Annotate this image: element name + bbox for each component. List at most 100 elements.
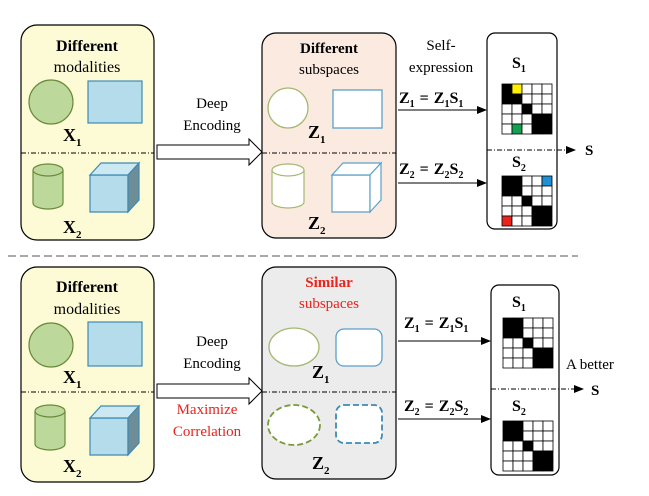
top-s2-matrix (501, 175, 553, 227)
matrix-cell (511, 93, 523, 105)
matrix-cell (512, 420, 524, 432)
top-matrices-box: S1 S2 (486, 32, 558, 230)
top-deep-encoding: Deep Encoding (156, 96, 263, 167)
matrix-cell (542, 430, 554, 442)
matrix-cell (542, 440, 554, 452)
bottom-x2-cylinder-shape (34, 404, 66, 451)
matrix-cell (532, 347, 544, 359)
bottom-output-label: S (591, 383, 599, 399)
matrix-cell (502, 430, 514, 442)
matrix-cell (541, 103, 553, 115)
matrix-cell (532, 337, 544, 349)
matrix-cell (522, 420, 534, 432)
bottom-modalities-frame (20, 266, 155, 483)
bottom-arrow-label-line1: Deep (196, 334, 228, 350)
matrix-cell (511, 123, 523, 135)
matrix-cell (512, 430, 524, 442)
matrix-cell (512, 450, 524, 462)
bottom-z1-rect-shape (335, 328, 383, 367)
matrix-cell (501, 93, 513, 105)
top-z1-var: Z1 (308, 122, 326, 146)
matrix-cell (512, 317, 524, 329)
bottom-equation-1: Z1=Z1S1 (404, 315, 468, 335)
matrix-cell (532, 357, 544, 369)
matrix-cell (512, 460, 524, 472)
matrix-cell (512, 337, 524, 349)
matrix-cell (531, 205, 543, 217)
matrix-cell (542, 357, 554, 369)
top-subspaces-title-bold: Different (300, 41, 358, 57)
bottom-subspaces-box: Similar subspaces Z1 Z2 (261, 266, 397, 480)
matrix-cell (501, 195, 513, 207)
matrix-cell (521, 215, 533, 227)
top-x1-circle-shape (28, 79, 74, 125)
bottom-s1-matrix (502, 317, 554, 369)
self-expression-line1: Self- (426, 38, 455, 54)
matrix-cell (511, 83, 523, 95)
top-x2-cylinder-shape (32, 163, 64, 210)
top-z2-cylinder-shape (271, 163, 305, 209)
matrix-cell (531, 185, 543, 197)
matrix-cell (521, 185, 533, 197)
matrix-cell (542, 450, 554, 462)
matrix-cell (501, 185, 513, 197)
matrix-cell (531, 195, 543, 207)
top-panel: Different modalities X1 X2 Deep Encoding (20, 24, 593, 241)
bottom-x1-rect-shape (87, 321, 143, 367)
matrix-cell (531, 175, 543, 187)
bottom-z2-rect-shape (335, 404, 383, 444)
bottom-z1-var: Z1 (312, 362, 330, 386)
matrix-cell (501, 205, 513, 217)
matrix-cell (501, 113, 513, 125)
matrix-cell (541, 175, 553, 187)
matrix-cell (532, 327, 544, 339)
matrix-cell (522, 450, 534, 462)
matrix-cell (521, 175, 533, 187)
matrix-cell (502, 357, 514, 369)
matrix-cell (541, 93, 553, 105)
bottom-x1-circle-shape (28, 322, 74, 368)
matrix-cell (522, 357, 534, 369)
matrix-cell (511, 113, 523, 125)
bottom-equation-2: Z2=Z2S2 (404, 398, 468, 418)
top-s1-var: S1 (512, 55, 526, 75)
bottom-modalities-title-bold: Different (56, 279, 119, 296)
top-x1-rect-shape (87, 80, 143, 124)
matrix-cell (542, 347, 554, 359)
correlation-label: Correlation (173, 424, 242, 440)
matrix-cell (501, 83, 513, 95)
top-modalities-box: Different modalities X1 X2 (20, 24, 155, 241)
matrix-cell (512, 357, 524, 369)
matrix-cell (541, 123, 553, 135)
matrix-cell (521, 83, 533, 95)
matrix-cell (521, 205, 533, 217)
top-z1-rect-shape (332, 89, 383, 129)
matrix-cell (542, 327, 554, 339)
matrix-cell (521, 103, 533, 115)
self-expression-line2: expression (409, 60, 474, 76)
bottom-modalities-title: modalities (54, 301, 121, 318)
bottom-s1-var: S1 (512, 294, 526, 314)
bottom-panel: Different modalities X1 X2 Deep Encoding… (20, 266, 614, 483)
matrix-cell (531, 83, 543, 95)
matrix-cell (511, 205, 523, 217)
top-s1-matrix (501, 83, 553, 135)
matrix-cell (541, 195, 553, 207)
matrix-cell (521, 195, 533, 207)
top-modalities-title: modalities (54, 59, 121, 76)
bottom-x1-var: X1 (63, 367, 82, 391)
matrix-cell (512, 327, 524, 339)
matrix-cell (511, 175, 523, 187)
matrix-cell (542, 420, 554, 432)
top-arrow-label-line1: Deep (196, 96, 228, 112)
matrix-cell (502, 337, 514, 349)
top-x1-var: X1 (63, 125, 82, 149)
matrix-cell (511, 215, 523, 227)
matrix-cell (531, 113, 543, 125)
top-equation-1: Z1=Z1S1 (399, 90, 463, 110)
bottom-deep-encoding-arrow (156, 376, 263, 406)
matrix-cell (521, 123, 533, 135)
top-x2-var: X2 (63, 217, 82, 241)
top-arrow-label-line2: Encoding (183, 118, 241, 134)
